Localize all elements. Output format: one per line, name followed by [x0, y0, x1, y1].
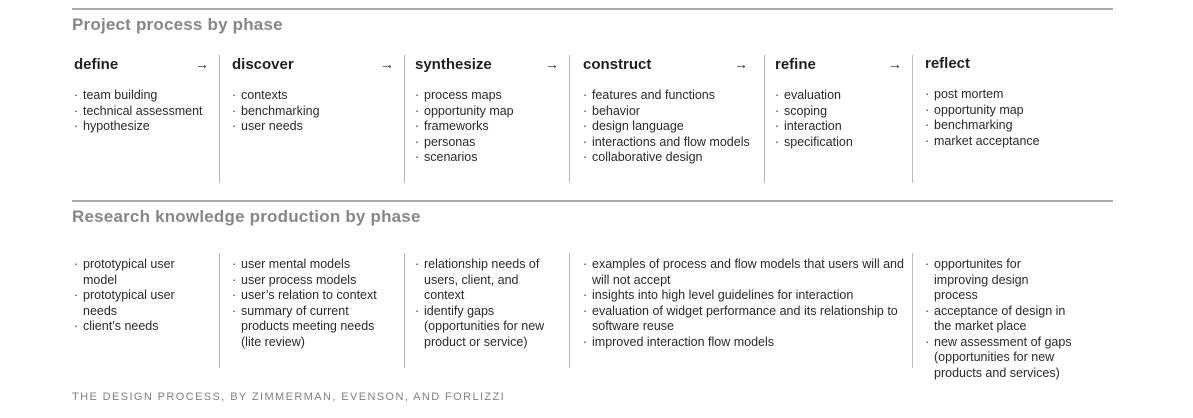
phase-column-construct: construct → features and functions behav…	[570, 55, 765, 183]
list-item: contexts	[232, 88, 396, 104]
list-item: evaluation of widget performance and its…	[583, 304, 904, 335]
phase-item-list: evaluation scoping interaction specifica…	[775, 88, 904, 150]
phase-header: refine →	[775, 55, 904, 74]
list-item: insights into high level guidelines for …	[583, 288, 904, 304]
list-item: benchmarking	[925, 118, 1105, 134]
arrow-right-icon: →	[734, 56, 748, 72]
phase-column-discover: discover → contexts benchmarking user ne…	[220, 55, 405, 183]
research-column-synthesize: relationship needs of users, client, and…	[405, 253, 570, 368]
list-item: opportunity map	[415, 104, 561, 120]
list-item: post mortem	[925, 87, 1105, 103]
list-item: personas	[415, 135, 561, 151]
list-item: user’s relation to context	[232, 288, 384, 304]
list-item: benchmarking	[232, 104, 396, 120]
research-item-list: user mental models user process models u…	[232, 257, 384, 350]
list-item: specification	[775, 135, 904, 151]
list-item: process maps	[415, 88, 561, 104]
list-item: prototypical user needs	[74, 288, 209, 319]
phase-header: discover →	[232, 55, 396, 74]
section-rule	[72, 200, 1113, 202]
research-column-discover: user mental models user process models u…	[220, 253, 405, 368]
list-item: improved interaction flow models	[583, 335, 904, 351]
list-item: user process models	[232, 273, 384, 289]
phase-label: refine	[775, 56, 816, 73]
phase-header: define →	[74, 55, 211, 74]
list-item: examples of process and flow models that…	[583, 257, 904, 288]
list-item: opportunity map	[925, 103, 1105, 119]
list-item: team building	[74, 88, 211, 104]
list-item: client’s needs	[74, 319, 209, 335]
phase-item-list: features and functions behavior design l…	[583, 88, 750, 166]
list-item: acceptance of design in the market place	[925, 304, 1073, 335]
research-phase-columns: prototypical user model prototypical use…	[72, 253, 1113, 380]
list-item: summary of current products meeting need…	[232, 304, 384, 351]
source-caption: THE DESIGN PROCESS, BY ZIMMERMAN, EVENSO…	[72, 391, 506, 403]
phase-header: reflect	[925, 55, 1105, 73]
phase-item-list: process maps opportunity map frameworks …	[415, 88, 561, 166]
list-item: features and functions	[583, 88, 750, 104]
phase-column-reflect: reflect post mortem opportunity map benc…	[913, 55, 1113, 183]
research-item-list: prototypical user model prototypical use…	[74, 257, 209, 335]
list-item: user needs	[232, 119, 396, 135]
phase-label: define	[74, 56, 119, 73]
phase-label: construct	[583, 56, 652, 73]
research-column-construct-refine: examples of process and flow models that…	[570, 253, 913, 368]
list-item: interaction	[775, 119, 904, 135]
list-item: opportunites for improving design proces…	[925, 257, 1073, 304]
list-item: design language	[583, 119, 750, 135]
list-item: interactions and flow models	[583, 135, 750, 151]
list-item: hypothesize	[74, 119, 211, 135]
list-item: user mental models	[232, 257, 384, 273]
list-item: identify gaps (opportunities for new pro…	[415, 304, 545, 351]
section-title-research: Research knowledge production by phase	[72, 207, 421, 226]
phase-item-list: team building technical assessment hypot…	[74, 88, 211, 135]
list-item: collaborative design	[583, 150, 750, 166]
arrow-right-icon: →	[195, 56, 209, 72]
arrow-right-icon: →	[888, 56, 902, 72]
list-item: evaluation	[775, 88, 904, 104]
list-item: market acceptance	[925, 134, 1105, 150]
phase-item-list: post mortem opportunity map benchmarking…	[925, 87, 1105, 149]
phase-header: synthesize →	[415, 55, 561, 74]
list-item: technical assessment	[74, 104, 211, 120]
list-item: prototypical user model	[74, 257, 209, 288]
phase-label: synthesize	[415, 56, 492, 73]
phase-item-list: contexts benchmarking user needs	[232, 88, 396, 135]
list-item: scoping	[775, 104, 904, 120]
process-phase-columns: define → team building technical assessm…	[72, 55, 1113, 183]
research-column-define: prototypical user model prototypical use…	[72, 253, 220, 368]
arrow-right-icon: →	[545, 56, 559, 72]
research-item-list: examples of process and flow models that…	[583, 257, 904, 350]
list-item: relationship needs of users, client, and…	[415, 257, 545, 304]
list-item: new assessment of gaps (opportunities fo…	[925, 335, 1073, 382]
section-rule	[72, 8, 1113, 10]
list-item: frameworks	[415, 119, 561, 135]
list-item: scenarios	[415, 150, 561, 166]
phase-label: discover	[232, 56, 294, 73]
phase-header: construct →	[583, 55, 750, 74]
research-item-list: opportunites for improving design proces…	[925, 257, 1073, 381]
phase-label: reflect	[925, 55, 971, 72]
section-title-process: Project process by phase	[72, 15, 283, 34]
arrow-right-icon: →	[380, 56, 394, 72]
phase-column-refine: refine → evaluation scoping interaction …	[765, 55, 913, 183]
research-column-reflect: opportunites for improving design proces…	[913, 253, 1113, 380]
research-item-list: relationship needs of users, client, and…	[415, 257, 545, 350]
phase-column-synthesize: synthesize → process maps opportunity ma…	[405, 55, 570, 183]
list-item: behavior	[583, 104, 750, 120]
phase-column-define: define → team building technical assessm…	[72, 55, 220, 183]
